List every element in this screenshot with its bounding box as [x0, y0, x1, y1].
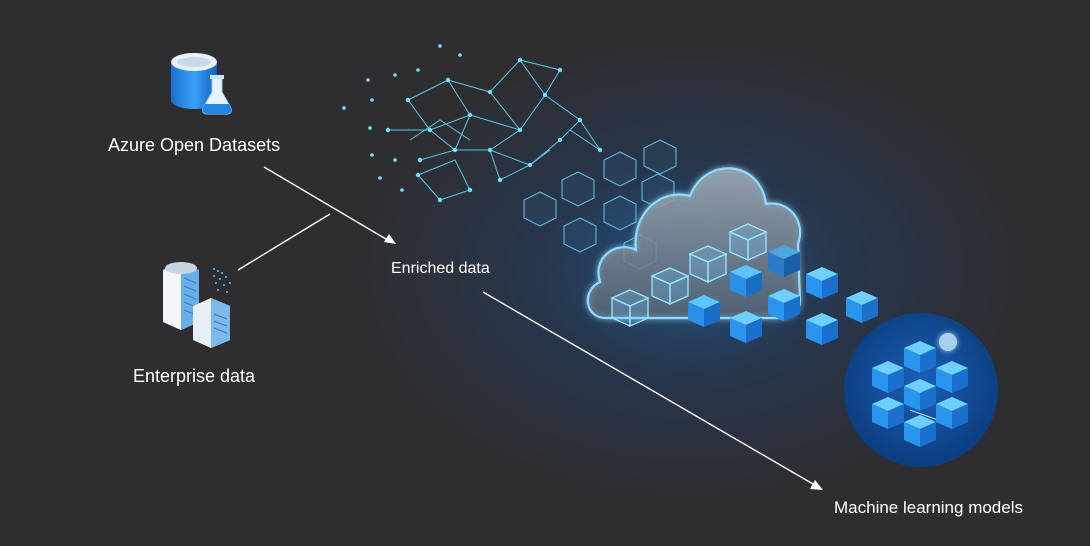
enriched-data-label: Enriched data — [391, 260, 490, 277]
azure-open-datasets-label: Azure Open Datasets — [108, 135, 281, 155]
database-flask-icon — [171, 53, 232, 115]
enterprise-data-label: Enterprise data — [133, 366, 256, 386]
arrow-enterprise-to-enriched — [237, 213, 331, 271]
network-mesh-icon — [388, 59, 601, 201]
translucent-cubes — [610, 223, 768, 328]
solid-cubes — [688, 245, 878, 345]
arrow-enriched-to-ml — [482, 291, 823, 490]
network-nodes — [342, 44, 603, 203]
arrow-open-to-enriched — [263, 166, 396, 244]
buildings-icon — [163, 262, 231, 348]
machine-learning-models-label: Machine learning models — [834, 498, 1023, 517]
cube-cluster-icon — [844, 313, 998, 467]
